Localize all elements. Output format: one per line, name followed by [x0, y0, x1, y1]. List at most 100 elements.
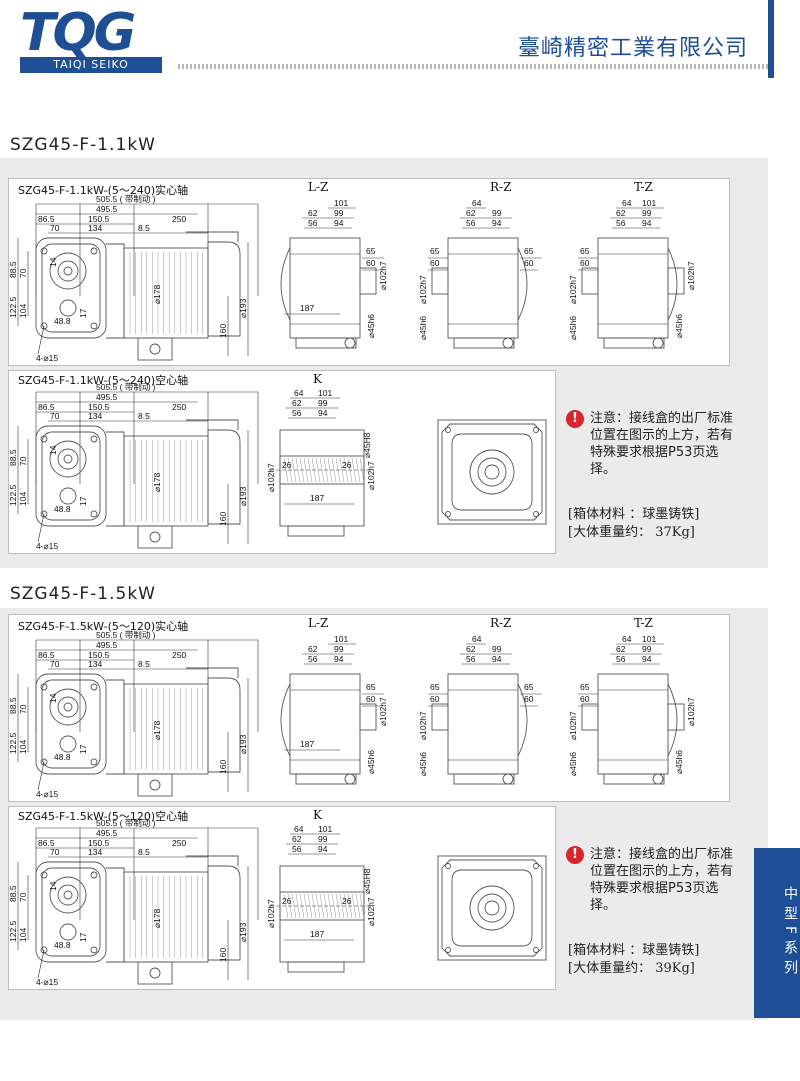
dim-495: 495.5 — [96, 204, 118, 214]
dim-505: 505.5 ( 带制动 ) — [96, 818, 156, 828]
dim-160: 160 — [218, 512, 228, 526]
dim-26-left: 26 — [282, 460, 292, 470]
dim-65: 65 — [430, 246, 440, 256]
view-label-tz: T-Z — [634, 180, 653, 194]
dim-45: ⌀45h6 — [568, 752, 578, 776]
dim-94: 94 — [642, 218, 652, 228]
dim-64: 64 — [622, 634, 632, 644]
dim-64: 64 — [294, 388, 304, 398]
dim-14: 14 — [48, 257, 58, 267]
dim-86-5: 86.5 — [38, 838, 55, 848]
dim-45-right: ⌀45h6 — [674, 750, 684, 774]
dim-104: 104 — [18, 492, 28, 506]
dim-101: 101 — [318, 824, 332, 834]
dim-65: 65 — [366, 682, 376, 692]
dim-495: 495.5 — [96, 392, 118, 402]
dim-8-5: 8.5 — [138, 659, 150, 669]
solid-shaft-card-2 — [8, 614, 730, 802]
dim-26-right: 26 — [342, 460, 352, 470]
dim-60-right: 60 — [524, 694, 534, 704]
header-accent-bar — [768, 0, 774, 78]
view-label-lz: L-Z — [308, 180, 329, 194]
dim-14: 14 — [48, 693, 58, 703]
dim-60-right: 60 — [524, 258, 534, 268]
dim-178: ⌀178 — [152, 908, 162, 928]
dim-8-5: 8.5 — [138, 411, 150, 421]
dim-495: 495.5 — [96, 828, 118, 838]
dim-150-5: 150.5 — [88, 402, 110, 412]
dim-102: ⌀102h7 — [568, 275, 578, 304]
dim-193: ⌀193 — [238, 486, 248, 506]
dim-101: 101 — [334, 634, 348, 644]
dim-56: 56 — [616, 218, 626, 228]
dim-187: 187 — [300, 303, 314, 313]
dim-45: ⌀45h6 — [418, 752, 428, 776]
dim-193: ⌀193 — [238, 922, 248, 942]
dim-505: 505.5 ( 带制动 ) — [96, 382, 156, 392]
dim-122-5: 122.5 — [8, 296, 18, 318]
dim-56: 56 — [292, 408, 302, 418]
dim-193: ⌀193 — [238, 298, 248, 318]
warning-icon: ! — [566, 846, 584, 864]
dim-56: 56 — [308, 218, 318, 228]
dim-101: 101 — [318, 388, 332, 398]
dim-102-right: ⌀102h7 — [366, 897, 376, 926]
dim-505: 505.5 ( 带制动 ) — [96, 630, 156, 640]
dim-65-right: 65 — [524, 682, 534, 692]
dim-56: 56 — [308, 654, 318, 664]
dim-250: 250 — [172, 402, 186, 412]
dim-17: 17 — [78, 932, 88, 942]
dim-99: 99 — [318, 398, 328, 408]
dim-14: 14 — [48, 445, 58, 455]
dim-holes: 4-⌀15 — [36, 977, 58, 987]
dim-99: 99 — [492, 644, 502, 654]
dim-104: 104 — [18, 928, 28, 942]
dim-178: ⌀178 — [152, 284, 162, 304]
dim-122-5: 122.5 — [8, 920, 18, 942]
dim-62: 62 — [616, 208, 626, 218]
dim-17: 17 — [78, 308, 88, 318]
dim-94: 94 — [642, 654, 652, 664]
dim-99: 99 — [642, 644, 652, 654]
dim-70-v: 70 — [18, 268, 28, 278]
dim-94: 94 — [334, 654, 344, 664]
dim-86-5: 86.5 — [38, 214, 55, 224]
dim-17: 17 — [78, 744, 88, 754]
dim-26-left: 26 — [282, 896, 292, 906]
dim-160: 160 — [218, 760, 228, 774]
dim-102: ⌀102h7 — [568, 711, 578, 740]
dim-102-right: ⌀102h7 — [686, 261, 696, 290]
dim-250: 250 — [172, 650, 186, 660]
dim-102: ⌀102h7 — [378, 261, 388, 290]
dim-45h8: ⌀45H8 — [362, 432, 372, 458]
dim-94: 94 — [318, 844, 328, 854]
solid-shaft-title-1: SZG45-F-1.1kW-(5～240)实心轴 — [18, 184, 189, 197]
end-view — [437, 419, 547, 525]
dim-187: 187 — [300, 739, 314, 749]
solid-shaft-title-2: SZG45-F-1.5kW-(5～120)实心轴 — [18, 620, 189, 633]
dim-102-right: ⌀102h7 — [686, 697, 696, 726]
dim-48-8: 48.8 — [54, 940, 71, 950]
logo: TQG TAIQI SEIKO — [0, 0, 170, 78]
dim-495: 495.5 — [96, 640, 118, 650]
dim-60: 60 — [430, 258, 440, 268]
dim-187: 187 — [310, 493, 324, 503]
warning-icon: ! — [566, 410, 584, 428]
dim-62: 62 — [466, 208, 476, 218]
dim-101: 101 — [642, 634, 656, 644]
dim-94: 94 — [318, 408, 328, 418]
hollow-shaft-title-2: SZG45-F-1.5kW-(5～120)空心轴 — [18, 810, 189, 823]
dim-104: 104 — [18, 740, 28, 754]
dim-250: 250 — [172, 838, 186, 848]
view-label-k: K — [313, 808, 322, 822]
